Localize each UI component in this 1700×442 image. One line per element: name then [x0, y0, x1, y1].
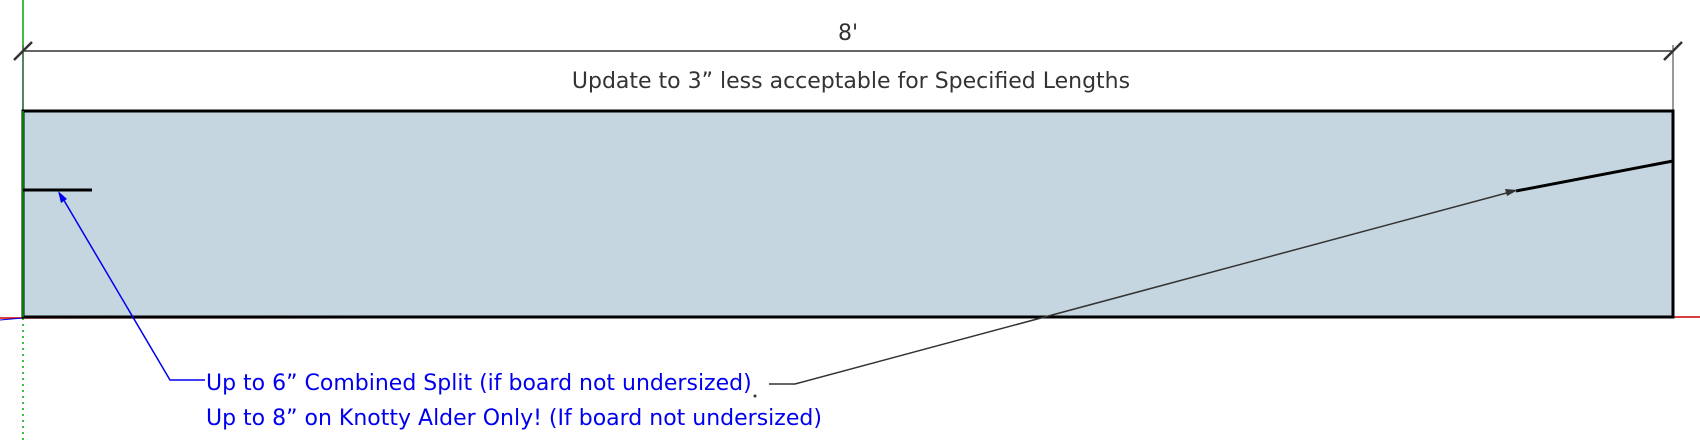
right-split-mark — [1515, 159, 1674, 193]
callout-line-knotty-alder: Up to 8” on Knotty Alder Only! (If board… — [206, 406, 822, 431]
specified-lengths-note: Update to 3” less acceptable for Specifi… — [572, 69, 1130, 94]
blue-axis-stub — [0, 317, 24, 321]
dimension-tick-right — [1663, 41, 1683, 61]
board-rectangle — [21, 109, 1675, 319]
right-split-leader-arrowhead — [1505, 189, 1518, 196]
left-split-leader — [61, 196, 205, 381]
left-split-leader-arrowhead — [58, 191, 67, 203]
callout-line-combined-split: Up to 6” Combined Split (if board not un… — [206, 371, 752, 396]
annotation-dot — [753, 394, 757, 398]
dimension-tick-left — [13, 41, 33, 61]
dimension-label: 8' — [838, 21, 858, 46]
right-split-leader — [769, 190, 1515, 385]
